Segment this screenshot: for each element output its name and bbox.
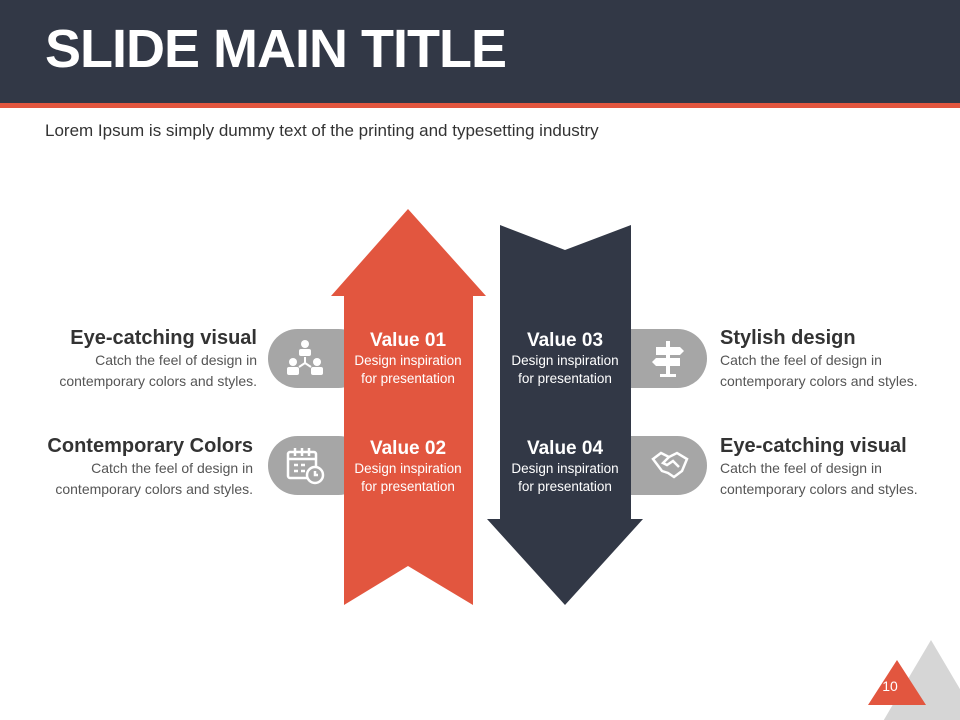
side-text: Catch the feel of design in [95, 352, 257, 368]
side-title: Contemporary Colors [47, 435, 253, 457]
side-title: Stylish design [720, 327, 856, 349]
value-text: Design inspiration [354, 461, 462, 476]
page-triangle-accent [868, 660, 926, 705]
value-title: Value 02 [369, 438, 447, 459]
calendar-clock-icon [286, 448, 325, 485]
slide-subtitle: Lorem Ipsum is simply dummy text of the … [45, 121, 599, 140]
value-title: Value 03 [526, 330, 604, 351]
signpost-icon [652, 341, 684, 377]
side-text: contemporary colors and styles. [720, 373, 918, 389]
up-arrow [331, 209, 486, 605]
value-04: Value 04 Design inspiration for presentati… [500, 438, 630, 496]
value-title: Value 01 [369, 330, 447, 351]
page-number: 10 [882, 678, 898, 694]
slide-title: SLIDE MAIN TITLE [45, 19, 507, 79]
side-title: Eye-catching visual [720, 435, 907, 457]
value-01: Value 01 Design inspiration for presentati… [343, 330, 473, 388]
value-text: for presentation [518, 371, 612, 386]
side-text: Catch the feel of design in [91, 460, 253, 476]
header-bar [0, 0, 960, 103]
side-text: contemporary colors and styles. [720, 481, 918, 497]
value-text: Design inspiration [511, 353, 619, 368]
value-text: for presentation [361, 479, 455, 494]
value-text: for presentation [518, 479, 612, 494]
value-02: Value 02 Design inspiration for presentati… [343, 438, 473, 496]
side-text: contemporary colors and styles. [55, 481, 253, 497]
handshake-icon [651, 451, 689, 479]
side-text: Catch the feel of design in [720, 352, 882, 368]
value-text: Design inspiration [354, 353, 462, 368]
side-text: contemporary colors and styles. [59, 373, 257, 389]
value-text: for presentation [361, 371, 455, 386]
down-arrow [487, 225, 643, 605]
value-03: Value 03 Design inspiration for presentati… [500, 330, 630, 388]
side-text: Catch the feel of design in [720, 460, 882, 476]
value-title: Value 04 [526, 438, 604, 459]
side-title: Eye-catching visual [70, 327, 257, 349]
value-text: Design inspiration [511, 461, 619, 476]
header-accent-line [0, 103, 960, 108]
team-hierarchy-icon [287, 340, 323, 375]
